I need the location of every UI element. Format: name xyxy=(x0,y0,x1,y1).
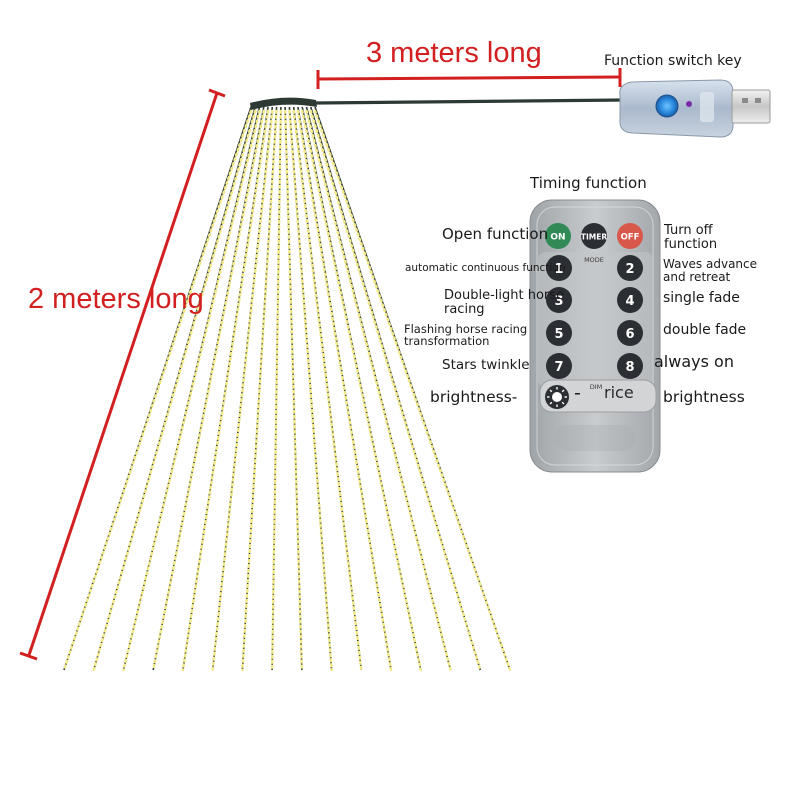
led-bulbs xyxy=(292,109,363,672)
svg-text:3: 3 xyxy=(554,294,563,309)
led-bulbs xyxy=(288,109,333,672)
svg-text:ON: ON xyxy=(550,233,565,243)
button-5[interactable]: 5 xyxy=(546,320,572,346)
function-switch-label: Function switch key xyxy=(604,53,742,69)
led-bulbs xyxy=(181,109,270,672)
button-4[interactable]: 4 xyxy=(617,287,643,313)
height-dimension xyxy=(19,88,226,661)
remote-ir-window xyxy=(555,425,635,451)
dimmer-button[interactable] xyxy=(545,385,569,409)
svg-text:6: 6 xyxy=(625,327,634,342)
mode-text: MODE xyxy=(584,256,604,264)
brightness-minus-label: brightness- xyxy=(430,388,518,406)
brightness-plus-label: brightness xyxy=(663,388,745,406)
plus-glyph-text: rice xyxy=(604,383,634,402)
timing-function-label: Timing function xyxy=(530,174,647,192)
led-bulbs xyxy=(92,109,257,672)
dim-text: DIM xyxy=(590,383,603,391)
button-1[interactable]: 1 xyxy=(546,255,572,281)
height-label: 2 meters long xyxy=(28,283,204,315)
led-bulbs xyxy=(211,109,274,672)
svg-text:1: 1 xyxy=(554,262,563,277)
led-bulbs xyxy=(283,109,304,672)
button-2[interactable]: 2 xyxy=(617,255,643,281)
usb-status-led xyxy=(686,101,692,107)
button-3[interactable]: 3 xyxy=(546,287,572,313)
led-bulbs xyxy=(62,109,253,672)
usb-controller xyxy=(619,79,771,138)
led-bulbs xyxy=(313,109,512,672)
svg-text:4: 4 xyxy=(625,294,634,309)
led-bulbs xyxy=(300,109,423,672)
svg-text:7: 7 xyxy=(554,360,563,375)
svg-text:TIMER: TIMER xyxy=(581,233,607,242)
length-dimension xyxy=(316,68,622,89)
sun-icon xyxy=(552,392,562,402)
off-button[interactable]: OFF xyxy=(617,223,643,249)
svg-text:5: 5 xyxy=(554,327,563,342)
stars-twinkle-label: Stars twinkle xyxy=(442,357,530,373)
automatic-function-label: automatic continuous function xyxy=(405,262,566,274)
button-6[interactable]: 6 xyxy=(617,320,643,346)
led-bulbs xyxy=(270,109,283,672)
led-bulbs xyxy=(305,109,452,672)
length-label: 3 meters long xyxy=(366,37,542,69)
waves-label: Waves advance and retreat xyxy=(663,257,758,284)
on-button[interactable]: ON xyxy=(545,223,571,249)
button-7[interactable]: 7 xyxy=(546,353,572,379)
double-light-label: Double-light horse racing xyxy=(444,288,565,317)
led-bulbs xyxy=(309,109,482,672)
double-fade-label: double fade xyxy=(663,322,747,338)
strand-hub xyxy=(250,97,317,110)
button-8[interactable]: 8 xyxy=(617,353,643,379)
single-fade-label: single fade xyxy=(663,290,740,306)
main-cable xyxy=(315,98,625,105)
led-bulbs xyxy=(241,109,278,672)
turn-off-function-label: Turn off function xyxy=(664,223,718,252)
svg-text:OFF: OFF xyxy=(621,233,640,243)
svg-text:2: 2 xyxy=(625,262,634,277)
open-function-label: Open function xyxy=(442,225,549,243)
svg-text:8: 8 xyxy=(625,360,634,375)
flashing-label: Flashing horse racing transformation xyxy=(404,322,528,349)
function-switch-button[interactable] xyxy=(655,94,679,118)
minus-glyph: - xyxy=(574,382,581,404)
led-bulbs xyxy=(296,109,393,672)
led-bulbs xyxy=(122,109,261,672)
timer-button[interactable]: TIMER xyxy=(581,223,607,249)
always-on-label: always on xyxy=(654,352,734,371)
led-strands xyxy=(62,106,512,672)
led-bulbs xyxy=(151,109,266,672)
